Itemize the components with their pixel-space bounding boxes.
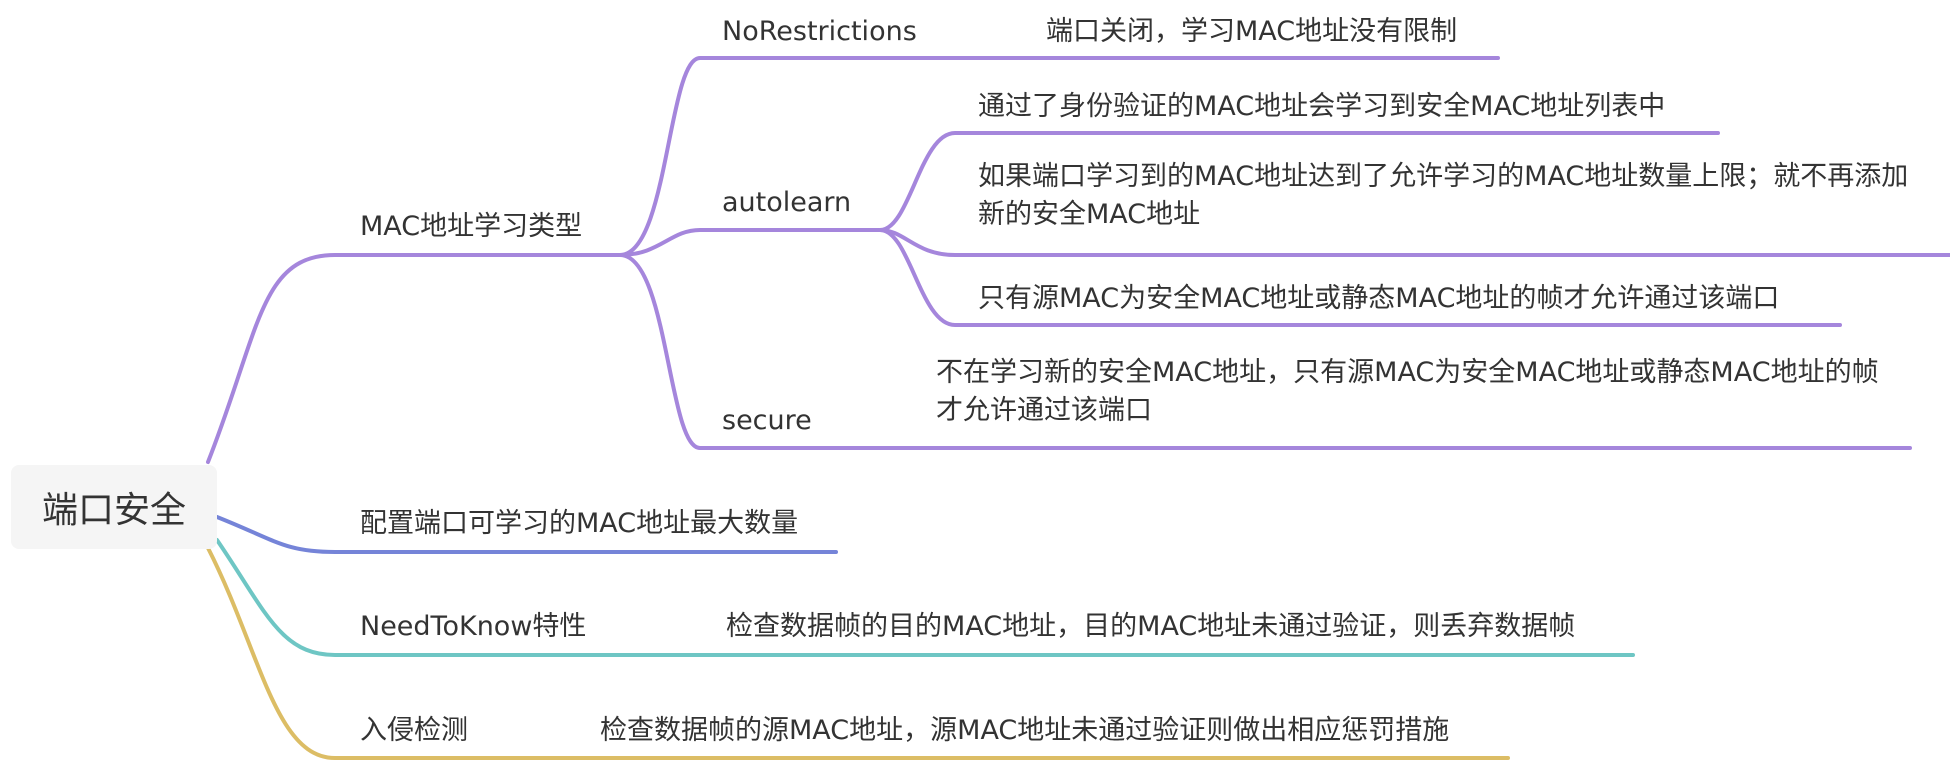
topic-norestrictions-desc[interactable]: 端口关闭，学习MAC地址没有限制 [1046,16,1458,47]
root-topic-label: 端口安全 [41,490,186,531]
topic-max-mac-count[interactable]: 配置端口可学习的MAC地址最大数量 [360,508,799,539]
connector-autolearn-item-3 [878,228,1842,327]
topic-intrusion-detection[interactable]: 入侵检测 [360,715,468,746]
topic-autolearn-item-3[interactable]: 只有源MAC为安全MAC地址或静态MAC地址的帧才允许通过该端口 [978,283,1780,314]
root-topic[interactable]: 端口安全 [11,465,217,549]
topic-needtoknow[interactable]: NeedToKnow特性 [360,611,587,642]
connector-autolearn-item-1 [878,131,1720,232]
connector-mac-learning-autolearn [618,228,882,257]
connector-root-intrusion [206,546,1510,760]
topic-mac-learning-type[interactable]: MAC地址学习类型 [360,211,583,242]
topic-autolearn[interactable]: autolearn [722,187,852,218]
connector-root-needtoknow [215,538,1635,657]
topic-needtoknow-desc[interactable]: 检查数据帧的目的MAC地址，目的MAC地址未通过验证，则丢弃数据帧 [726,611,1576,642]
topic-norestrictions[interactable]: NoRestrictions [722,16,917,47]
connector-root-mac-learning [206,253,622,464]
topic-autolearn-item-2[interactable]: 如果端口学习到的MAC地址达到了允许学习的MAC地址数量上限；就不再添加新的安全… [978,161,1909,230]
topic-secure[interactable]: secure [722,405,812,436]
connector-mac-learning-norestrictions [618,56,1500,257]
connector-mac-learning-secure [618,253,1912,450]
topic-autolearn-item-1[interactable]: 通过了身份验证的MAC地址会学习到安全MAC地址列表中 [978,91,1666,122]
topic-secure-desc[interactable]: 不在学习新的安全MAC地址，只有源MAC为安全MAC地址或静态MAC地址的帧才允… [936,357,1879,426]
topic-intrusion-desc[interactable]: 检查数据帧的源MAC地址，源MAC地址未通过验证则做出相应惩罚措施 [600,715,1450,746]
connector-root-max-count [215,515,838,554]
